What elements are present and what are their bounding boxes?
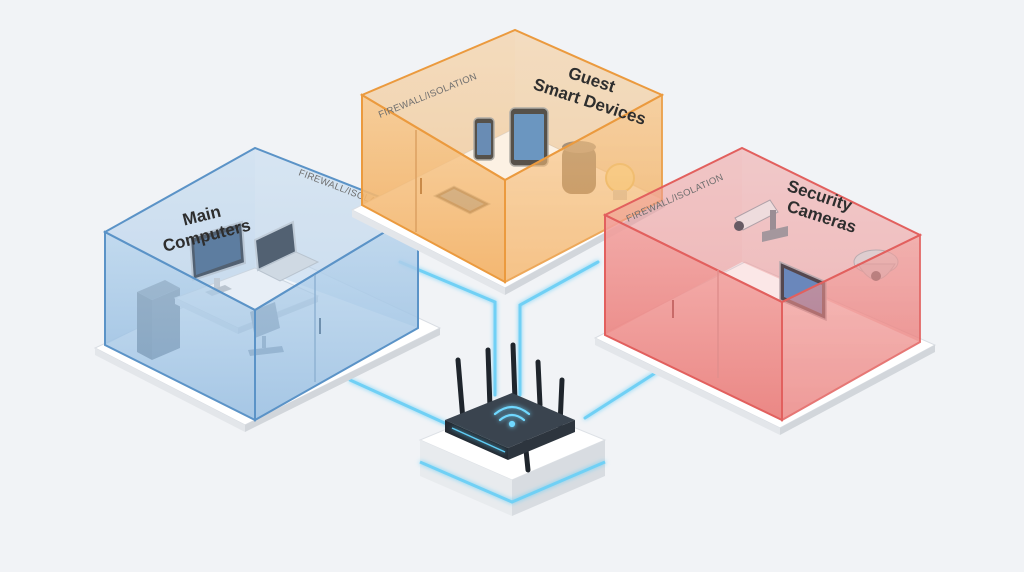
router-led-strip bbox=[451, 427, 506, 453]
network-connections bbox=[348, 260, 662, 432]
wifi-signal-icon bbox=[493, 405, 531, 428]
zone-main-computers: Main Computers FIREWALL/ISOLATION bbox=[93, 146, 442, 432]
router-top bbox=[445, 393, 575, 448]
pedestal-glow bbox=[419, 460, 606, 504]
zone-security-cameras: Security Cameras FIREWALL/ISOLATION bbox=[593, 146, 937, 435]
smartphone-icon bbox=[473, 117, 495, 161]
router-side-left bbox=[445, 420, 508, 460]
link-security-lower bbox=[583, 368, 662, 420]
zone-base-edge bbox=[595, 338, 780, 435]
zone-base-edge bbox=[95, 348, 245, 432]
zone-top-outline bbox=[602, 146, 923, 304]
pedestal-side-right bbox=[512, 440, 605, 516]
zone-base-edge-right bbox=[245, 328, 440, 432]
security-camera-icon bbox=[734, 199, 788, 242]
link-guest bbox=[398, 260, 497, 397]
zone-base-edge-right bbox=[780, 345, 935, 435]
wifi-router-icon bbox=[445, 342, 575, 473]
zone-base-edge bbox=[352, 210, 505, 295]
tablet-icon bbox=[509, 107, 549, 167]
pedestal-side-left bbox=[420, 440, 512, 516]
link-main bbox=[348, 378, 462, 432]
link-security bbox=[518, 260, 600, 397]
router-side-right bbox=[508, 420, 575, 460]
zone-top-outline bbox=[359, 28, 665, 182]
laptop-icon bbox=[253, 220, 320, 282]
